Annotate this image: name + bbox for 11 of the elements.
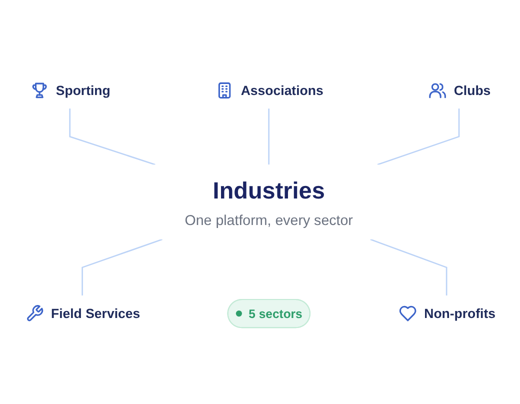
connector [69,108,156,166]
connector [82,238,162,296]
connector [370,238,448,296]
node-text: Non-profits [424,306,496,321]
node-text: Sporting [56,82,110,98]
node-text: Field Services [50,306,140,321]
connector [268,108,270,165]
node-text: Industries One platform, every sector [184,176,353,228]
connector [377,108,460,166]
node-text: Associations [240,82,324,98]
node-text: Clubs [454,82,491,98]
